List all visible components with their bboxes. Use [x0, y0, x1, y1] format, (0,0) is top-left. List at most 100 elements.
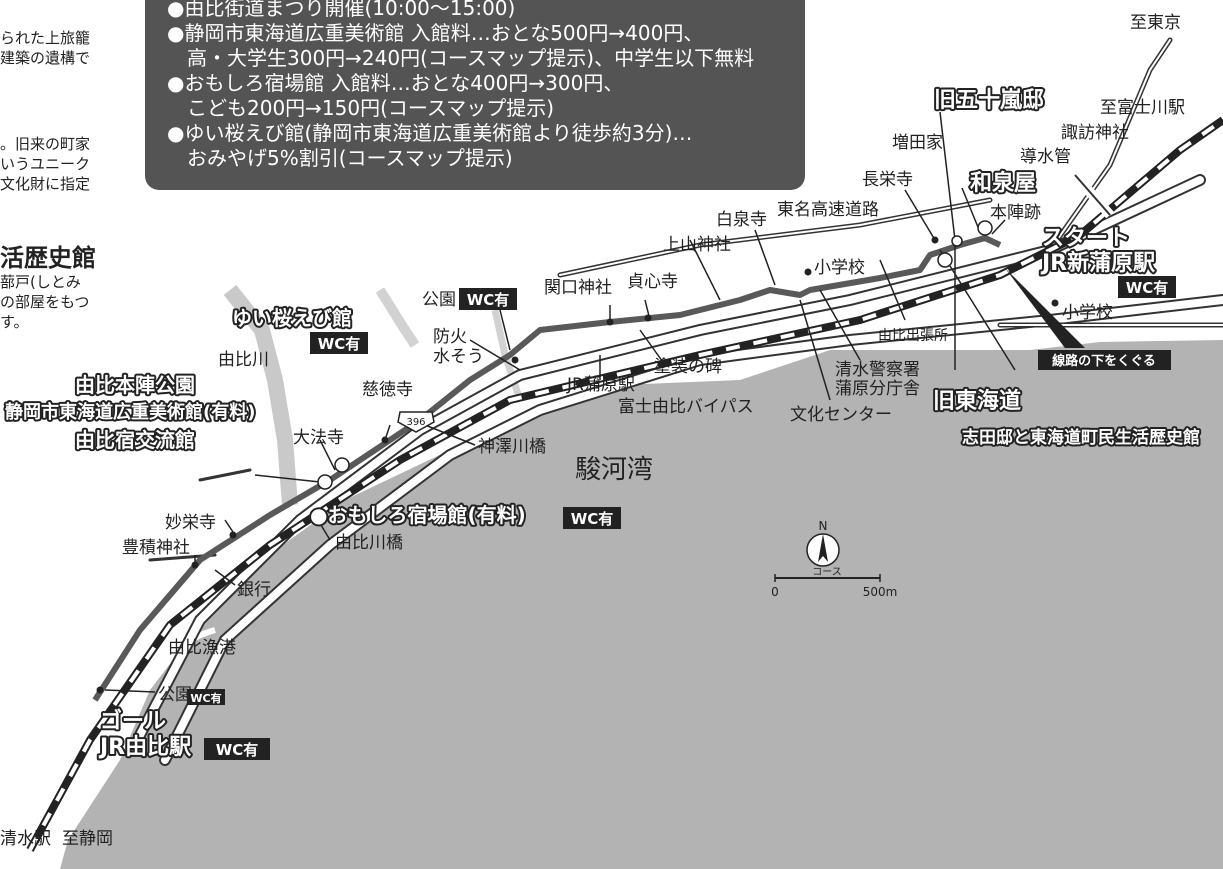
label-honjin-park: 由比本陣公園 [75, 373, 195, 397]
label-daihou-temple: 大法寺 [293, 428, 344, 448]
info-line: ●ゆい桜えび館(静岡市東海道広重美術館より徒歩約3分)… [167, 121, 693, 145]
left-text-line: 文化財に指定 [0, 175, 91, 193]
info-line: おみやげ5%割引(コースマップ提示) [187, 146, 513, 170]
label-toso-monument: 塗装の碑 [654, 356, 722, 377]
highlight-labels: 旧五十嵐邸 和泉屋 スタート JR新蒲原駅 旧東海道 志田邸と東海道町民生活歴史… [3, 86, 1202, 762]
route-396-shield: 396 [397, 411, 435, 433]
label-goal-station: JR由比駅 [98, 735, 191, 760]
label-start-station: JR新蒲原駅 [1040, 250, 1155, 276]
north-arrow: N [806, 519, 840, 567]
water-pipe-outline [1074, 174, 1111, 216]
label-shuku-kouryu: 由比宿交流館 [75, 428, 195, 452]
left-text-top: られた上旅籠 建築の遺構で [0, 28, 110, 68]
left-text-line: の部屋をもつ [0, 293, 90, 311]
wc-badge-text: WC有 [190, 691, 221, 705]
label-kyu-tokaido: 旧東海道 [933, 388, 1021, 414]
underpass-pointer [1005, 268, 1085, 348]
suruga-bay-sea [60, 340, 1223, 869]
wc-badge-text: WC有 [467, 291, 510, 309]
jr-railway-dashes [28, 118, 1223, 851]
label-myoei-temple: 妙栄寺 [165, 513, 216, 533]
label-start: スタート [1042, 226, 1130, 251]
label-masuda: 増田家 [892, 133, 943, 153]
label-yui-sakuraebi: ゆい桜えび館 [232, 306, 352, 330]
left-text-line: 建築の遺構で [0, 49, 91, 67]
label-shidatei: 志田邸と東海道町民生活歴史館 [962, 427, 1200, 448]
wc-badge-text: WC有 [571, 510, 614, 528]
scale-course-label: コース [812, 567, 842, 578]
label-dousuikan: 導水管 [1020, 147, 1071, 167]
scale-distance-label: 500m [863, 585, 898, 599]
info-line: ●おもしろ宿場館 入館料…おとな400円→300円、 [167, 71, 624, 95]
label-goal: ゴール [100, 708, 166, 734]
north-letter: N [819, 519, 828, 533]
label-chouei-temple: 長栄寺 [862, 170, 913, 190]
kanzawa-river [375, 287, 420, 348]
info-line: 高・大学生300円→240円(コースマップ提示)、中学生以下無料 [187, 46, 755, 70]
info-line: ●静岡市東海道広重美術館 入館料…おとな500円→400円、 [167, 21, 704, 45]
label-kanbara-station: JR蒲原駅 [566, 375, 635, 395]
wc-badge-goal: WC有 [204, 738, 270, 760]
label-toyozumi-shrine: 豊積神社 [122, 538, 190, 558]
label-park-2: 公園 [158, 685, 192, 705]
label-park-1: 公園 [422, 290, 456, 310]
label-fire-tank-1: 防火 [433, 327, 467, 347]
label-suwa-shrine: 諏訪神社 [1061, 123, 1129, 143]
left-text-bottom: 蔀戸(しとみ の部屋をもつ す。 [0, 272, 110, 332]
route-396-label: 396 [406, 417, 425, 428]
label-kanzawa-bridge: 神澤川橋 [478, 437, 546, 457]
label-elementary-school-1: 小学校 [814, 258, 865, 278]
left-text-line: いうユニーク [0, 155, 91, 173]
label-teishin-temple: 貞心寺 [627, 272, 678, 292]
road-network [134, 37, 1223, 766]
label-tomei-expressway: 東名高速道路 [777, 200, 879, 220]
label-to-tokyo: 至東京 [1130, 13, 1181, 33]
scale-bar: コース 0 500m [771, 567, 897, 599]
wc-badge-text: WC有 [216, 741, 259, 759]
label-sekiguchi-shrine: 関口神社 [544, 278, 612, 298]
left-text-mid: 。旧来の町家 いうユニーク 文化財に指定 [0, 134, 110, 194]
wc-badge-text: WC有 [1126, 279, 1169, 297]
label-kyu-igarashi: 旧五十嵐邸 [934, 88, 1044, 113]
label-shimizu-police-1: 清水警察署 [835, 360, 920, 380]
yui-river [223, 285, 298, 506]
label-yui-branch-office: 由比出張所 [878, 328, 948, 344]
wc-badge-start: WC有 [1118, 276, 1176, 298]
label-yui-river-bridge: 由比川橋 [335, 533, 403, 553]
wc-badge-park-1: WC有 [459, 288, 517, 310]
label-elementary-school-2: 小学校 [1062, 303, 1113, 323]
wc-badge-text: WC有 [318, 335, 361, 353]
label-to-shizuoka: 至静岡 [62, 829, 113, 849]
dot-markers [96, 236, 1059, 694]
label-kamiyama-shrine: 上山神社 [663, 235, 731, 255]
leader-lines [104, 111, 1016, 693]
label-culture-center: 文化センター [790, 405, 892, 425]
left-text-line: 蔀戸(しとみ [0, 273, 81, 291]
label-yui-fishing-port: 由比漁港 [168, 638, 236, 658]
label-to-fujikawa: 至富士川駅 [1100, 98, 1185, 118]
left-text-line: す。 [0, 313, 29, 331]
label-hiroshige-museum: 静岡市東海道広重美術館(有料) [5, 401, 255, 423]
underpass-note-text: 線路の下をくぐる [1052, 353, 1156, 369]
label-omoshiro-shukubakan: ●おもしろ宿場館(有料) [310, 503, 526, 527]
label-shimizu-station: 清水駅 [0, 829, 51, 849]
underpass-note: 線路の下をくぐる [1038, 350, 1171, 370]
info-line: ●由比街道まつり開催(10:00～15:00) [167, 0, 516, 20]
left-heading: 活歴史館 [0, 244, 96, 272]
label-shimizu-police-2: 蒲原分庁舎 [835, 379, 920, 399]
label-bypass: 富士由比バイパス [618, 397, 754, 417]
label-fire-tank-2: 水そう [433, 347, 484, 367]
label-izumiya: 和泉屋 [970, 170, 1036, 196]
left-text-line: 。旧来の町家 [0, 135, 91, 153]
place-labels: 至東京 至富士川駅 諏訪神社 導水管 増田家 長栄寺 本陣跡 東名高速道路 白泉… [0, 13, 1185, 849]
label-hakusen-temple: 白泉寺 [716, 210, 767, 230]
label-jitoku-temple: 慈徳寺 [362, 380, 413, 400]
label-yui-river: 由比川 [218, 350, 269, 370]
scale-zero-label: 0 [771, 585, 779, 599]
left-text-line: られた上旅籠 [0, 29, 91, 47]
discount-info-panel: ●由比街道まつり開催(10:00～15:00) ●静岡市東海道広重美術館 入館料… [145, 0, 805, 190]
wc-badge-park-2: WC有 [187, 689, 225, 705]
label-suruga-bay: 駿河湾 [575, 455, 653, 485]
wc-badge-sakuraebi: WC有 [310, 332, 368, 354]
